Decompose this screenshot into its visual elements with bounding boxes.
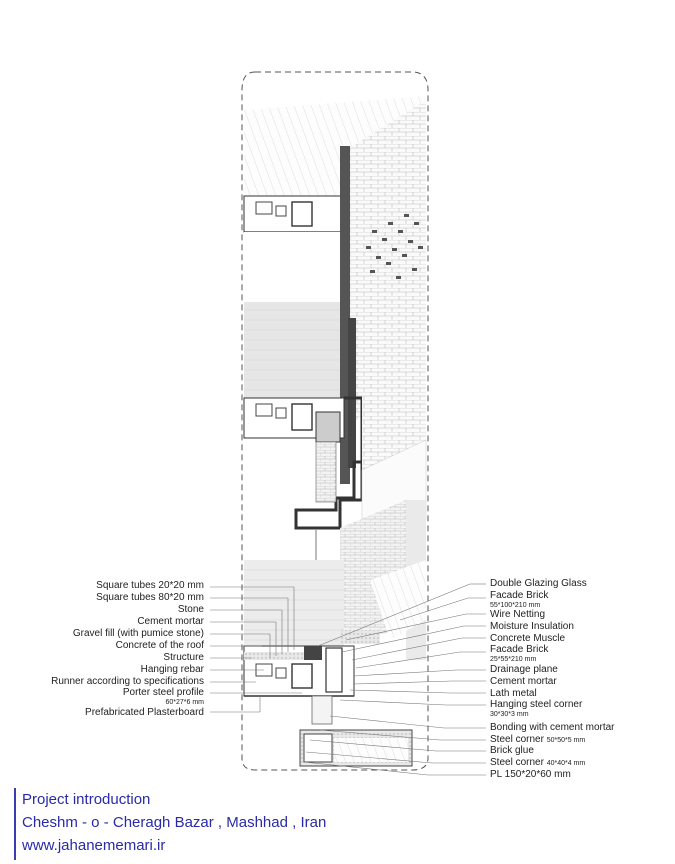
label-bonding: Bonding with cement mortar [490,722,615,733]
upper-brick-face [346,100,426,420]
label-runner: Runner according to specifications [51,676,204,687]
label-roof-concrete: Concrete of the roof [115,640,204,651]
label-brick-glue: Brick glue [490,745,534,756]
section-boundary [241,71,429,771]
label-moisture-insulation: Moisture Insulation [490,621,574,632]
caption-website[interactable]: www.jahanememari.ir [22,837,166,854]
label-steel-corner-50: Steel corner 50*50*5 mm [490,734,586,745]
label-drainage-plane: Drainage plane [490,664,558,675]
label-lath-metal: Lath metal [490,688,537,699]
label-structure: Structure [163,652,204,663]
label-plasterboard: Prefabricated Plasterboard [85,707,204,718]
label-square-tubes-20: Square tubes 20*20 mm [96,580,204,591]
wall-column [340,146,350,484]
label-double-glazing: Double Glazing Glass [490,578,587,589]
label-pl-plate: PL 150*20*60 mm [490,769,571,780]
caption-title: Project introduction [22,791,151,808]
label-hanging-rebar: Hanging rebar [140,664,204,675]
label-wire-netting: Wire Netting [490,609,546,620]
caption-location: Cheshm - o - Cheragh Bazar , Mashhad , I… [22,814,327,831]
window-upper [244,232,340,302]
label-concrete-muscle: Concrete Muscle [490,633,566,644]
label-cement-mortar-right: Cement mortar [490,676,557,687]
right-leaders [303,583,486,776]
label-cement-mortar: Cement mortar [137,616,204,627]
project-caption: Project introduction Cheshm - o - Cherag… [14,788,422,860]
label-stone: Stone [177,604,204,615]
label-gravel-fill: Gravel fill (with pumice stone) [72,628,204,639]
label-square-tubes-80: Square tubes 80*20 mm [96,592,204,603]
left-leaders [210,586,302,713]
label-steel-corner-40: Steel corner 40*40*4 mm [490,757,586,768]
brick-openings [366,214,423,279]
